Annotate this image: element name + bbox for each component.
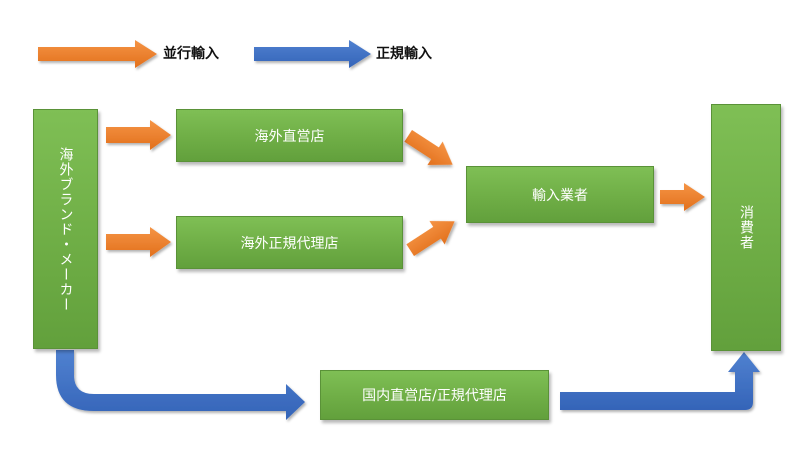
node-domestic-store-label: 国内直営店/正規代理店 (362, 388, 507, 404)
arrow-domestic-store-to-consumer (560, 352, 760, 410)
node-brand-maker-label: 海外ブランド・メーカー (57, 146, 74, 312)
arrow-authorized-agent-to-importer (406, 220, 455, 257)
node-overseas-authorized-agent: 海外正規代理店 (176, 216, 403, 269)
node-brand-maker: 海外ブランド・メーカー (33, 109, 98, 349)
legend-regular-import-label: 正規輸入 (376, 46, 432, 62)
node-domestic-store: 国内直営店/正規代理店 (320, 370, 549, 420)
legend-regular-arrow (254, 40, 371, 68)
arrow-brand-to-domestic-store (56, 350, 305, 420)
arrow-direct-store-to-importer (404, 129, 453, 166)
legend-parallel-import-label: 並行輸入 (163, 46, 219, 62)
node-importer: 輸入業者 (466, 166, 654, 223)
node-importer-label: 輸入業者 (532, 187, 588, 204)
arrow-importer-to-consumer (660, 183, 705, 211)
node-overseas-authorized-agent-label: 海外正規代理店 (240, 235, 339, 252)
node-overseas-direct-store: 海外直営店 (176, 109, 403, 162)
arrow-brand-to-direct-store (106, 120, 171, 150)
node-overseas-direct-store-label: 海外直営店 (254, 128, 325, 145)
node-consumer-label: 消費者 (738, 205, 754, 250)
legend-parallel-arrow (38, 40, 157, 68)
node-consumer: 消費者 (711, 104, 781, 351)
arrow-brand-to-authorized-agent (106, 227, 171, 257)
